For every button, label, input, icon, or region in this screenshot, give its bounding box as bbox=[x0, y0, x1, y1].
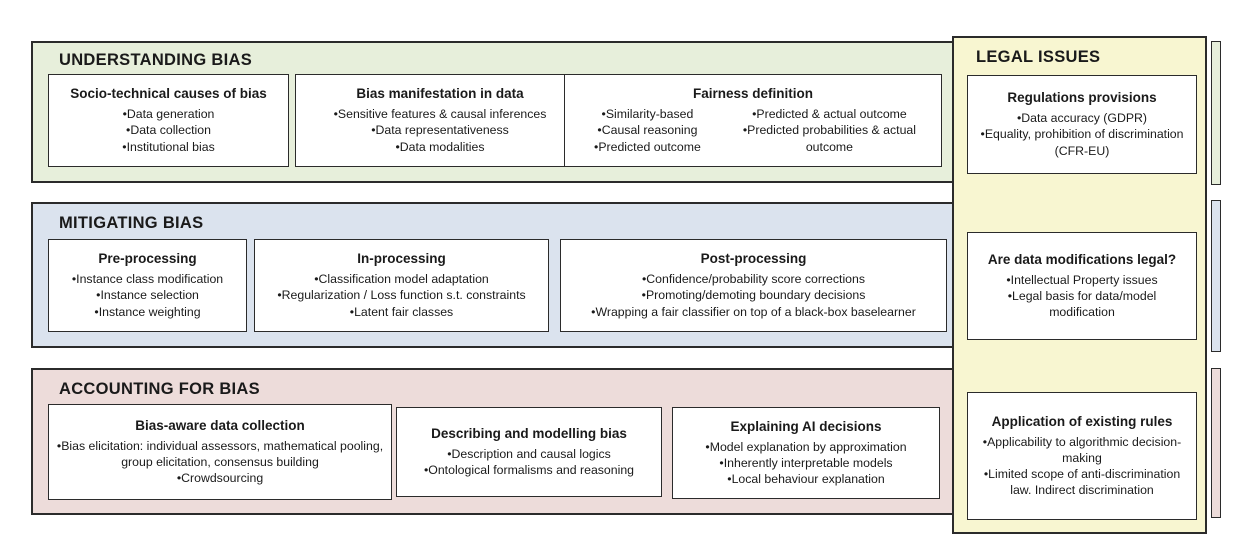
bullet-item: Data generation bbox=[55, 106, 282, 122]
bullet-item: Classification model adaptation bbox=[261, 271, 542, 287]
bullet-item: Ontological formalisms and reasoning bbox=[403, 462, 655, 478]
bullet-item: Confidence/probability score corrections bbox=[567, 271, 940, 287]
bullet-item: Predicted outcome bbox=[571, 139, 724, 155]
application-existing-rules-box: Application of existing rules Applicabil… bbox=[967, 392, 1197, 520]
bias-aware-data-collection-box: Bias-aware data collection Bias elicitat… bbox=[48, 404, 392, 500]
bullet-item: Instance weighting bbox=[55, 304, 240, 320]
mitigating-panel-peek bbox=[1211, 200, 1221, 352]
bullet-item: Data collection bbox=[55, 122, 282, 138]
bullet-item: Equality, prohibition of discrimination … bbox=[974, 126, 1190, 158]
bullet-item: Sensitive features & causal inferences bbox=[302, 106, 578, 122]
understanding-panel-peek bbox=[1211, 41, 1221, 185]
socio-technical-causes-box: Socio-technical causes of bias Data gene… bbox=[48, 74, 289, 167]
bullet-item: Instance selection bbox=[55, 287, 240, 303]
bullet-item: Data modalities bbox=[302, 139, 578, 155]
in-processing-box: In-processing Classification model adapt… bbox=[254, 239, 549, 332]
box-title: Application of existing rules bbox=[991, 413, 1173, 429]
box-title: Are data modifications legal? bbox=[987, 251, 1177, 267]
post-processing-box: Post-processing Confidence/probability s… bbox=[560, 239, 947, 332]
box-title: Regulations provisions bbox=[1007, 90, 1157, 106]
explaining-ai-decisions-box: Explaining AI decisions Model explanatio… bbox=[672, 407, 940, 499]
box-title: Socio-technical causes of bias bbox=[70, 86, 267, 102]
bias-manifestation-box: Bias manifestation in data Sensitive fea… bbox=[295, 74, 585, 167]
bullet-item: Model explanation by approximation bbox=[679, 439, 933, 455]
bullet-item: Similarity-based bbox=[571, 106, 724, 122]
bullet-item: Local behaviour explanation bbox=[679, 471, 933, 487]
pre-processing-box: Pre-processing Instance class modificati… bbox=[48, 239, 247, 332]
bullet-item: Wrapping a fair classifier on top of a b… bbox=[567, 304, 940, 320]
legal-issues-title: LEGAL ISSUES bbox=[976, 48, 1101, 66]
box-title: Describing and modelling bias bbox=[431, 425, 627, 441]
accounting-for-bias-title: ACCOUNTING FOR BIAS bbox=[59, 380, 260, 398]
accounting-panel-peek bbox=[1211, 368, 1221, 518]
bullet-item: Instance class modification bbox=[55, 271, 240, 287]
mitigating-bias-title: MITIGATING BIAS bbox=[59, 214, 204, 232]
box-title: Fairness definition bbox=[692, 86, 814, 102]
bullet-item: Latent fair classes bbox=[261, 304, 542, 320]
bullet-item: Crowdsourcing bbox=[55, 470, 385, 486]
bullet-item: Institutional bias bbox=[55, 139, 282, 155]
legal-issues-panel: LEGAL ISSUES Regulations provisions Data… bbox=[952, 36, 1207, 534]
data-modifications-legal-box: Are data modifications legal? Intellectu… bbox=[967, 232, 1197, 340]
bullet-item: Data accuracy (GDPR) bbox=[974, 110, 1190, 126]
regulations-provisions-box: Regulations provisions Data accuracy (GD… bbox=[967, 75, 1197, 174]
bullet-item: Promoting/demoting boundary decisions bbox=[567, 287, 940, 303]
box-title: Post-processing bbox=[700, 251, 807, 267]
fairness-definition-box: Fairness definition Similarity-based Cau… bbox=[564, 74, 942, 167]
bullet-item: Applicability to algorithmic decision-ma… bbox=[974, 434, 1190, 466]
box-title: Bias-aware data collection bbox=[135, 417, 305, 433]
bullet-item: Description and causal logics bbox=[403, 446, 655, 462]
bullet-item: Data representativeness bbox=[302, 122, 578, 138]
describing-modelling-bias-box: Describing and modelling bias Descriptio… bbox=[396, 407, 662, 497]
bullet-item: Bias elicitation: individual assessors, … bbox=[55, 438, 385, 470]
bullet-item: Predicted probabilities & actual outcome bbox=[724, 122, 935, 154]
box-title: In-processing bbox=[357, 251, 446, 267]
understanding-bias-title: UNDERSTANDING BIAS bbox=[59, 51, 253, 69]
bullet-item: Regularization / Loss function s.t. cons… bbox=[261, 287, 542, 303]
box-title: Bias manifestation in data bbox=[356, 86, 524, 102]
box-title: Pre-processing bbox=[98, 251, 197, 267]
box-title: Explaining AI decisions bbox=[730, 418, 882, 434]
accounting-for-bias-panel: ACCOUNTING FOR BIAS Bias-aware data coll… bbox=[31, 368, 1205, 515]
bullet-item: Causal reasoning bbox=[571, 122, 724, 138]
bullet-item: Limited scope of anti-discrimination law… bbox=[974, 466, 1190, 498]
bullet-item: Intellectual Property issues bbox=[974, 272, 1190, 288]
bullet-item: Legal basis for data/model modification bbox=[974, 288, 1190, 320]
bullet-item: Predicted & actual outcome bbox=[724, 106, 935, 122]
bullet-item: Inherently interpretable models bbox=[679, 455, 933, 471]
